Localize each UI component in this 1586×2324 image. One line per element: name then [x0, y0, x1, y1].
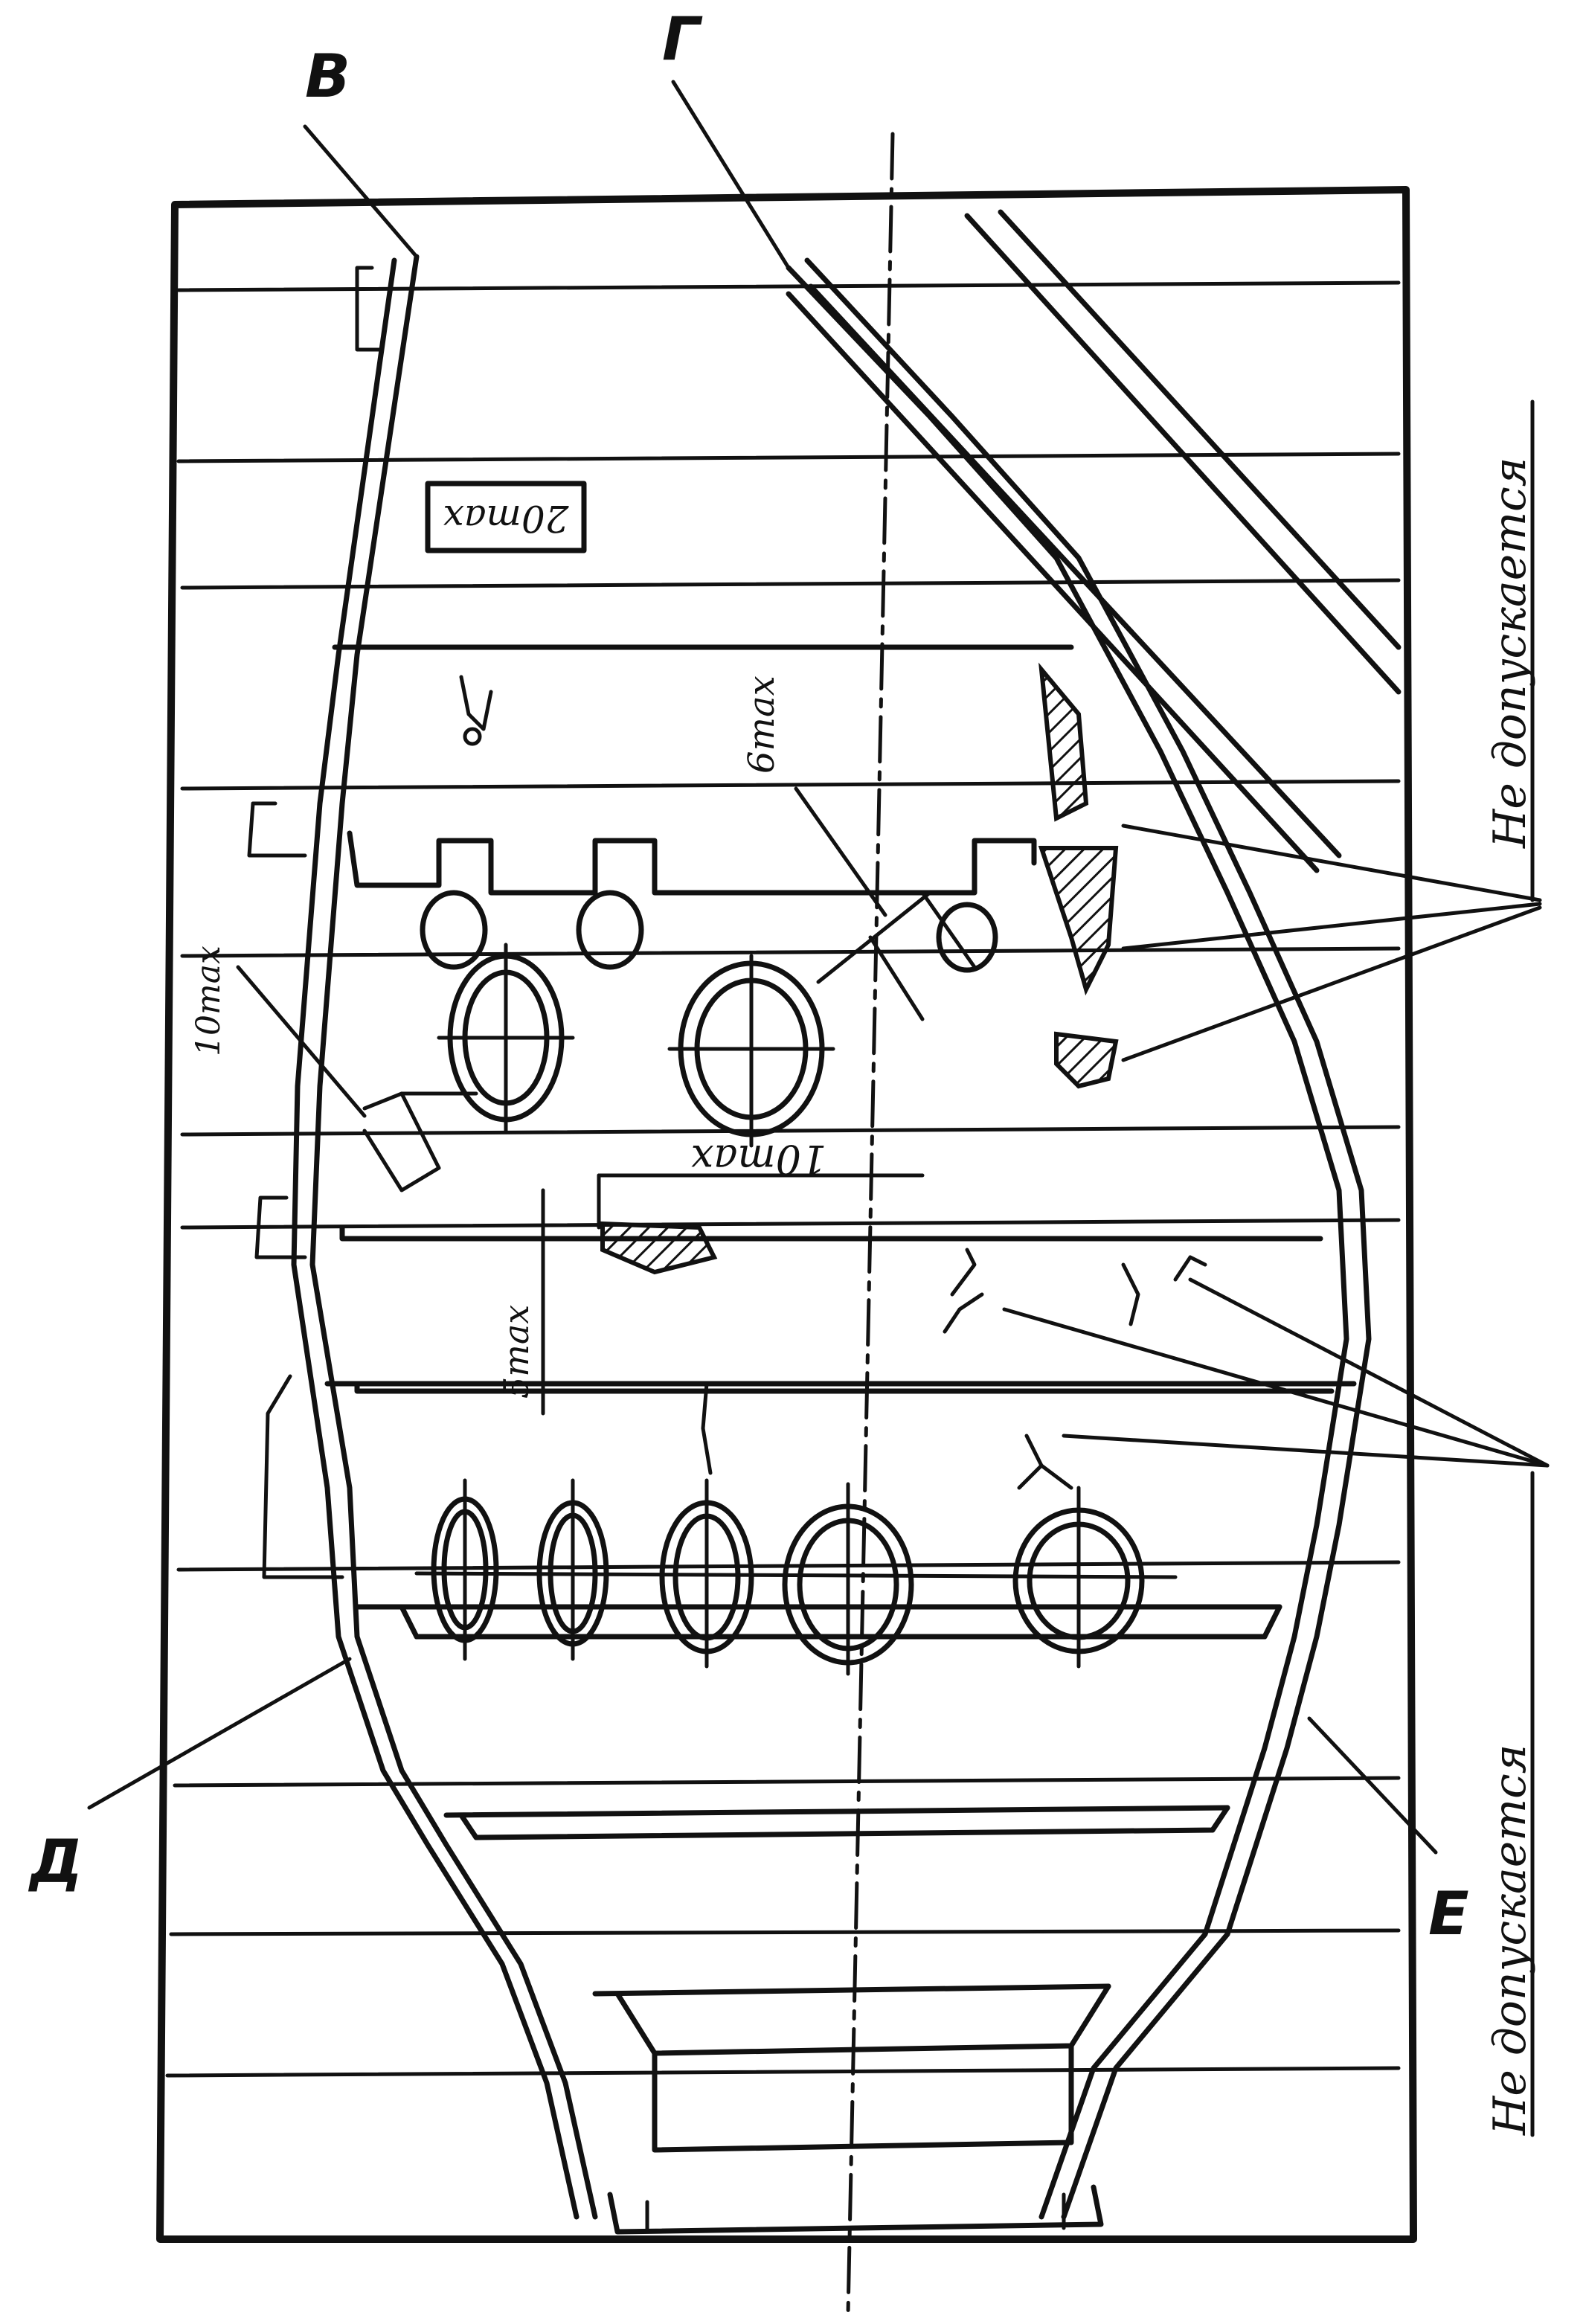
upper-row-holes	[420, 890, 998, 973]
dim-text-20max: 20max	[443, 497, 569, 540]
label-v: В	[305, 42, 350, 111]
note-not-allowed-top: Не допускается	[1484, 458, 1536, 849]
dim-text-5max: 5max	[496, 1305, 536, 1399]
dim-text-10max-b: 10max	[691, 1136, 827, 1183]
dimension-leader-10b	[597, 1173, 925, 1230]
outer-frame	[156, 186, 1417, 2243]
right-casing-wall	[786, 257, 1372, 2220]
flange-details	[459, 675, 1104, 2235]
dim-text-6max: 6max	[741, 675, 783, 774]
left-casing-wall	[247, 254, 598, 2220]
label-g: Г	[662, 4, 703, 74]
lower-row-holes	[414, 1478, 1178, 1676]
note-not-allowed-bottom: Не допускается	[1484, 1744, 1536, 2136]
crack-marks	[701, 1248, 1207, 1490]
middle-row-holes	[437, 943, 835, 1148]
hatched-defects	[600, 662, 1119, 1275]
dim-text-10max-a: 10max	[190, 946, 228, 1056]
dimension-leader-6	[794, 786, 977, 1021]
dimension-leader-10a	[236, 965, 478, 1193]
label-e: Е	[1428, 1879, 1469, 1948]
center-axis	[846, 132, 895, 2316]
leader-lines	[87, 80, 1550, 2137]
dimension-box-20	[425, 481, 587, 553]
label-d: Д	[28, 1827, 83, 1896]
inner-ribs	[324, 644, 1357, 2153]
